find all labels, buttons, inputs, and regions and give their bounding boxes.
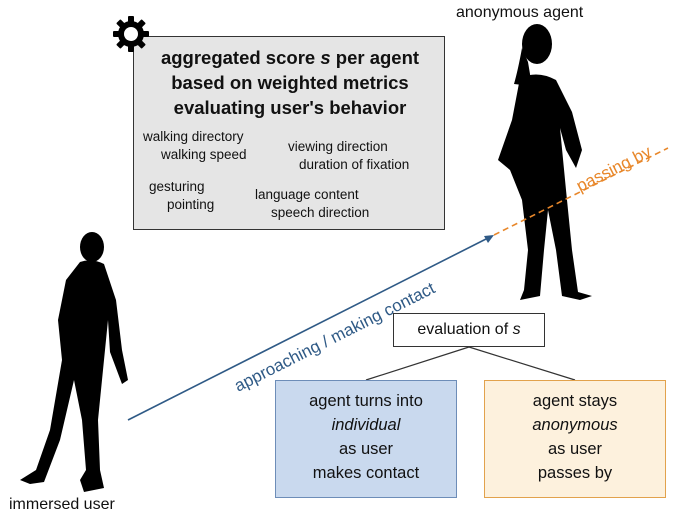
user-label: immersed user (9, 496, 115, 513)
metric-viewing-direction: viewing direction (288, 139, 388, 154)
metrics-title-line-3: evaluating user's behavior (173, 97, 407, 118)
metric-gesturing: gesturing (149, 179, 205, 194)
approach-arrowhead (484, 235, 494, 243)
evaluation-variable: s (512, 321, 521, 338)
outcome-contact-line-4: makes contact (312, 464, 420, 482)
branch-right-line (468, 346, 576, 381)
outcome-passing-line-2: anonymous (532, 416, 618, 434)
metrics-panel: aggregated score s per agent based on we… (133, 36, 445, 230)
metrics-title-line-2: based on weighted metrics (171, 72, 409, 93)
evaluation-prefix: evaluation of (417, 321, 513, 338)
metric-language-content: language content (255, 187, 359, 202)
outcome-passing-line-1: agent stays (532, 392, 618, 410)
agent-silhouette (498, 24, 592, 300)
metrics-title: aggregated score s per agent based on we… (134, 45, 446, 120)
approach-arrow (127, 237, 489, 421)
outcome-contact-line-3: as user (338, 440, 394, 458)
passing-label: passing by (573, 142, 655, 196)
outcome-contact-line-1: agent turns into (309, 392, 423, 410)
metrics-title-line-1: aggregated score s per agent (160, 47, 420, 68)
evaluation-box: evaluation of s (393, 313, 545, 347)
metric-duration-of-fixation: duration of fixation (299, 157, 410, 172)
metric-walking-speed: walking speed (161, 147, 247, 162)
outcome-contact-line-2: individual (331, 416, 401, 434)
passing-dashed-line (493, 147, 669, 236)
outcome-contact-box: agent turns into individual as user make… (275, 380, 457, 498)
metric-speech-direction: speech direction (271, 205, 370, 220)
score-variable: s (320, 47, 331, 68)
gear-icon (113, 16, 149, 52)
agent-label: anonymous agent (456, 4, 584, 21)
outcome-passing-line-4: passes by (537, 464, 613, 482)
metric-walking-directory: walking directory (143, 129, 244, 144)
user-silhouette (20, 232, 128, 492)
outcome-passing-line-3: as user (547, 440, 603, 458)
metric-pointing: pointing (167, 197, 215, 212)
branch-left-line (365, 346, 470, 381)
outcome-passing-box: agent stays anonymous as user passes by (484, 380, 666, 498)
